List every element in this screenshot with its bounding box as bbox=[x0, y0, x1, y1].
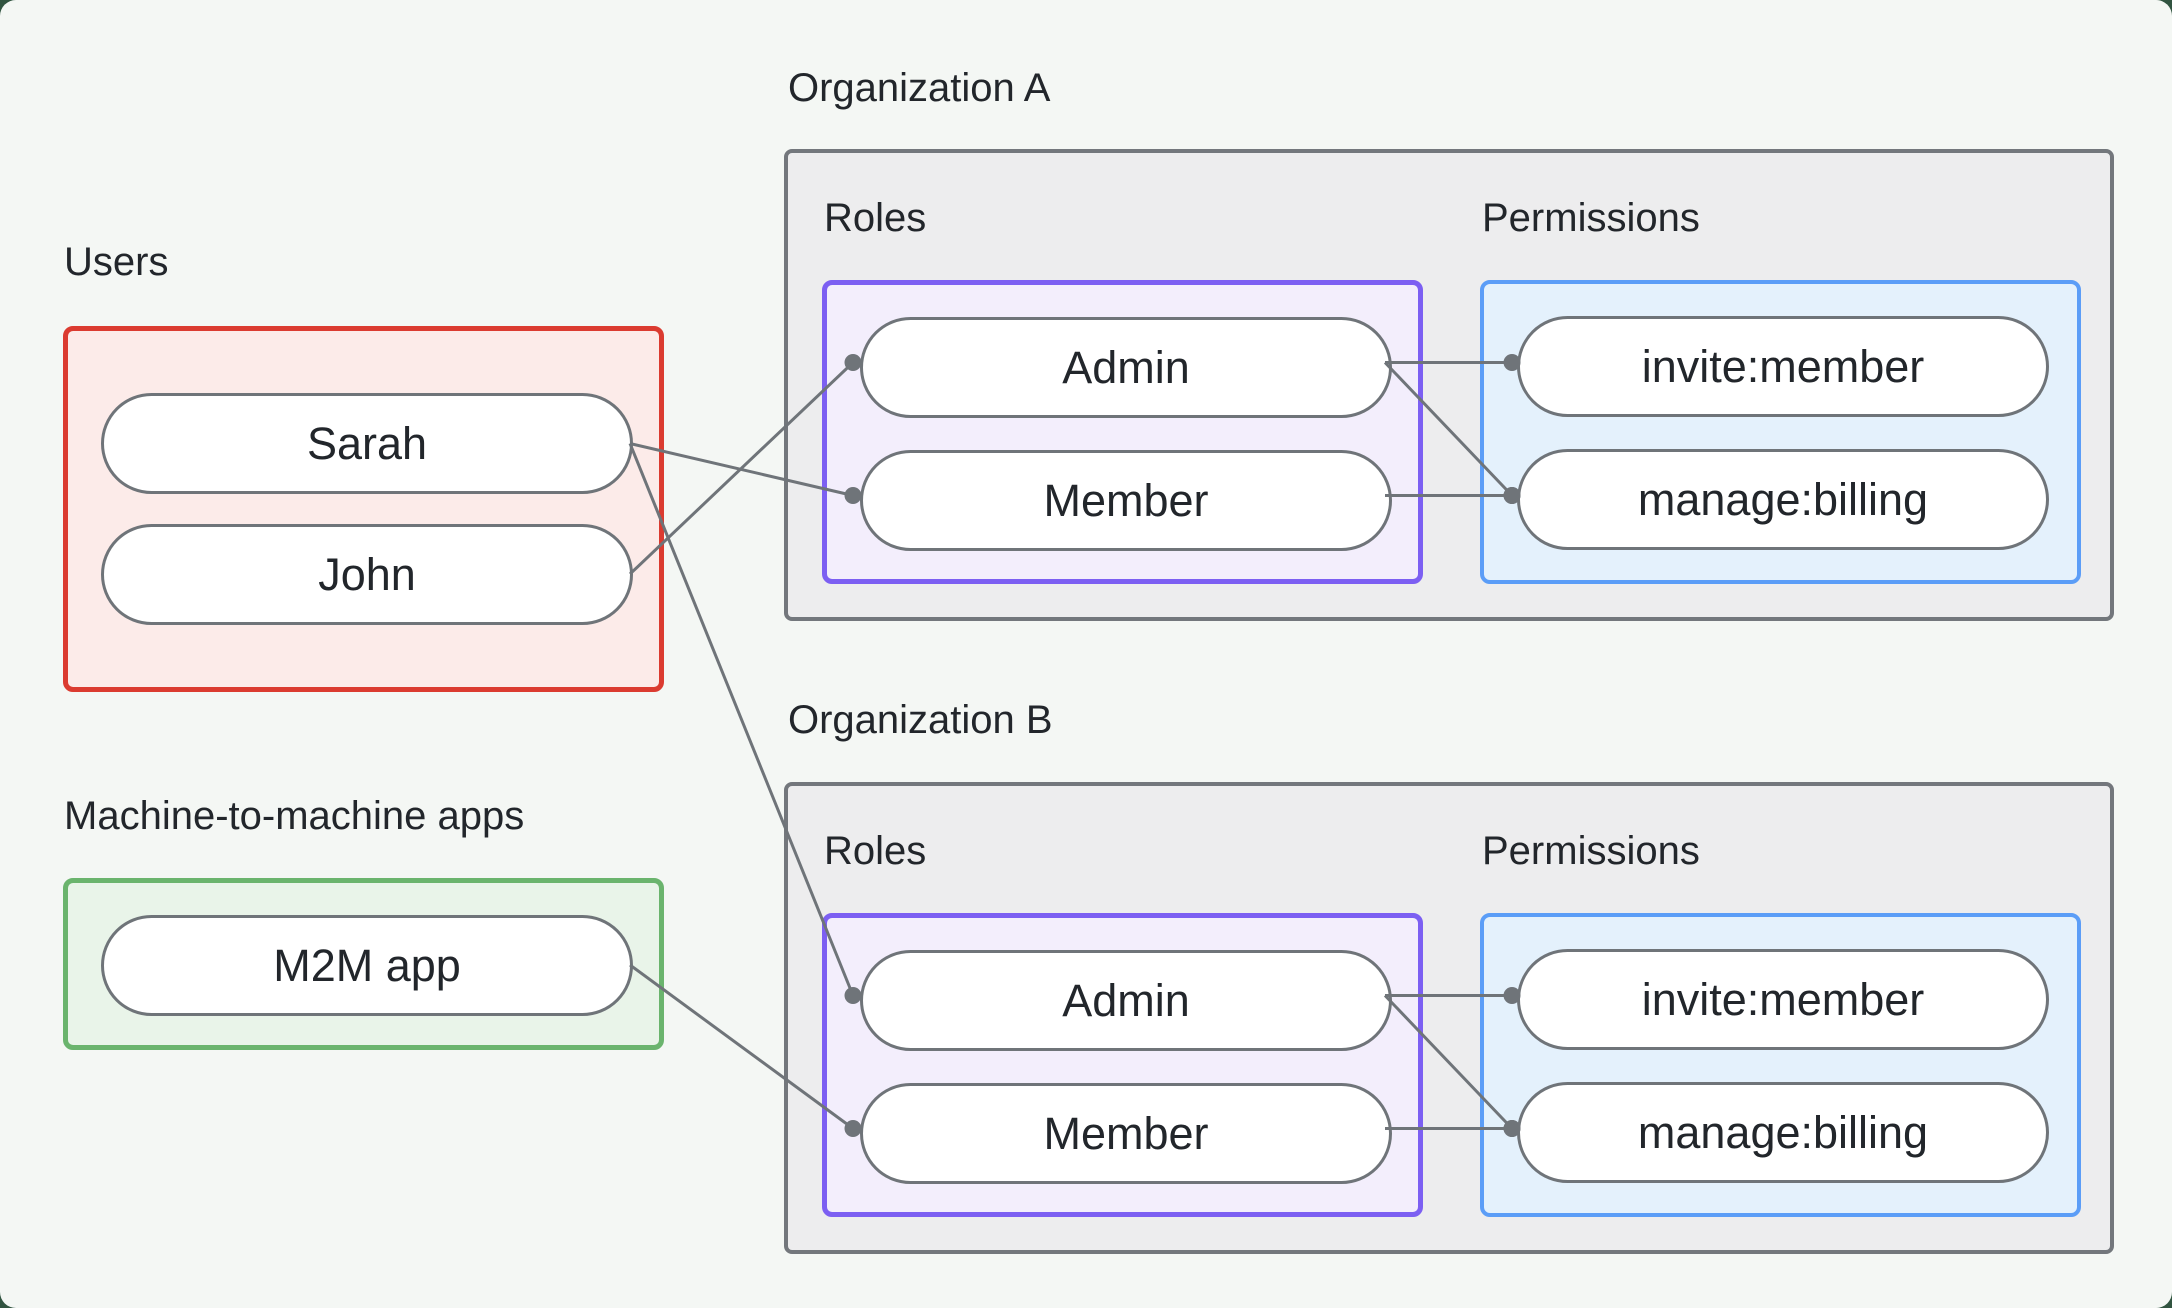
org-b-permissions-label: Permissions bbox=[1482, 829, 1700, 873]
org-b-box: Roles Permissions Admin Member invite:me… bbox=[784, 782, 2114, 1254]
m2m-label: Machine-to-machine apps bbox=[64, 794, 525, 838]
org-b-roles-box: Admin Member bbox=[822, 913, 1423, 1217]
m2m-box: M2M app bbox=[63, 878, 664, 1050]
org-b-permissions-box: invite:member manage:billing bbox=[1480, 913, 2081, 1217]
m2m-app-node: M2M app bbox=[101, 915, 633, 1016]
org-b-role-member: Member bbox=[860, 1083, 1392, 1184]
org-a-box: Roles Permissions Admin Member invite:me… bbox=[784, 149, 2114, 621]
org-b-role-admin: Admin bbox=[860, 950, 1392, 1051]
org-a-perm-invite-member: invite:member bbox=[1517, 316, 2049, 417]
org-b-perm-manage-billing: manage:billing bbox=[1517, 1082, 2049, 1183]
users-box: Sarah John bbox=[63, 326, 664, 692]
org-a-title: Organization A bbox=[788, 66, 1051, 110]
user-node-sarah: Sarah bbox=[101, 393, 633, 494]
org-b-perm-invite-member: invite:member bbox=[1517, 949, 2049, 1050]
org-a-perm-manage-billing: manage:billing bbox=[1517, 449, 2049, 550]
user-node-john: John bbox=[101, 524, 633, 625]
org-a-role-admin: Admin bbox=[860, 317, 1392, 418]
users-label: Users bbox=[64, 240, 169, 284]
org-a-permissions-box: invite:member manage:billing bbox=[1480, 280, 2081, 584]
org-a-role-member: Member bbox=[860, 450, 1392, 551]
org-b-title: Organization B bbox=[788, 698, 1053, 742]
org-b-roles-label: Roles bbox=[824, 829, 927, 873]
org-a-roles-box: Admin Member bbox=[822, 280, 1423, 584]
org-a-roles-label: Roles bbox=[824, 196, 927, 240]
org-a-permissions-label: Permissions bbox=[1482, 196, 1700, 240]
